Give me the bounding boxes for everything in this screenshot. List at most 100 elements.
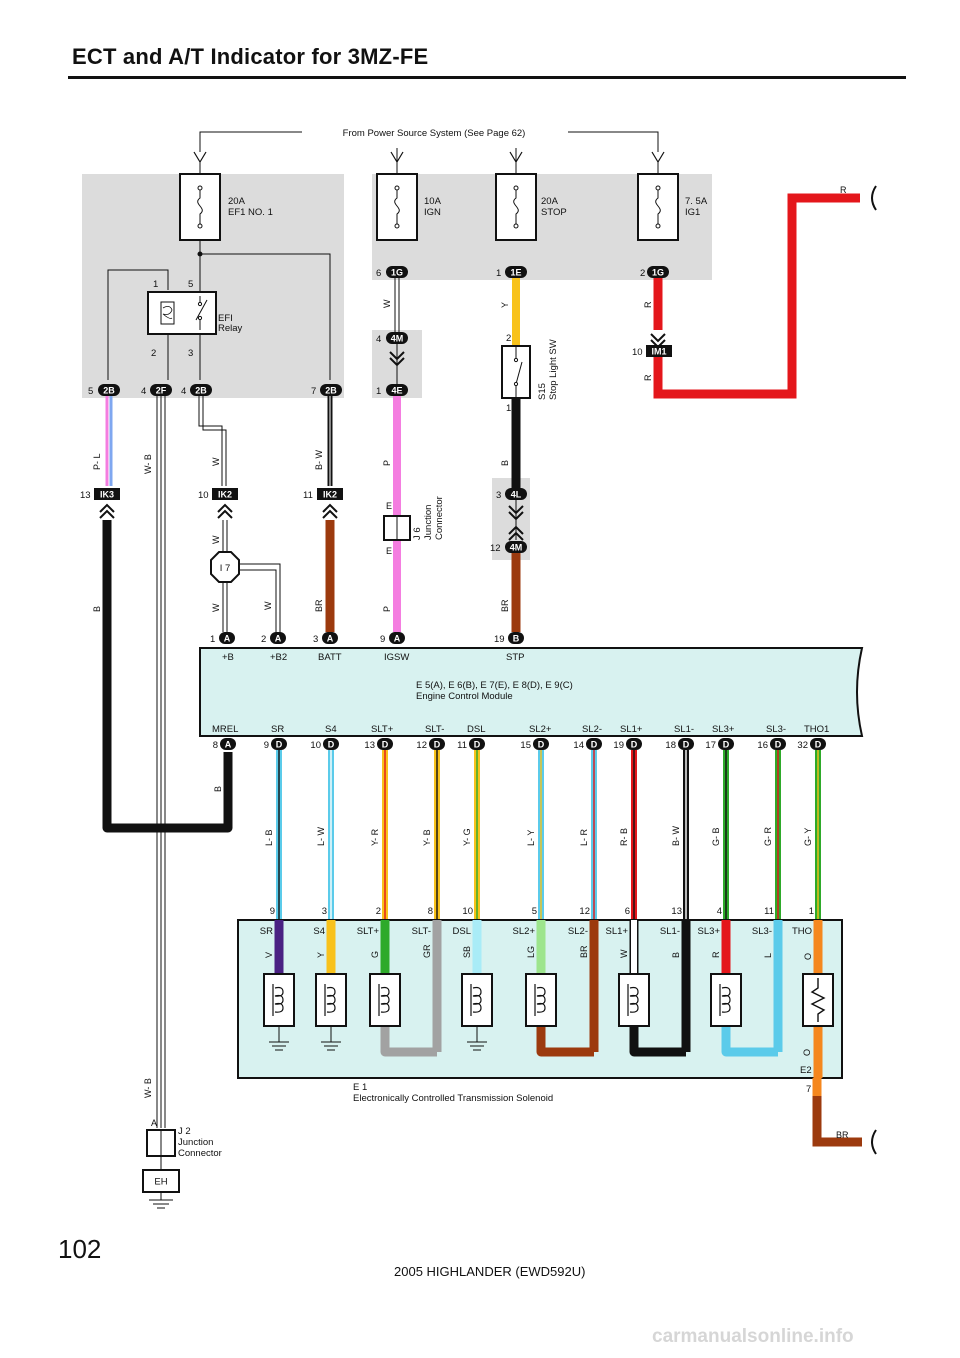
svg-text:B: B bbox=[92, 606, 102, 612]
svg-text:W- B: W- B bbox=[143, 1078, 153, 1098]
ecm-terminal-connector bbox=[220, 738, 236, 750]
ecm-terminal-connector bbox=[377, 738, 393, 750]
ecm-terminal-pin: 14 bbox=[573, 740, 584, 751]
svg-text:3: 3 bbox=[313, 634, 318, 645]
solenoid-coil bbox=[263, 973, 295, 1027]
svg-text:IG1: IG1 bbox=[685, 207, 700, 218]
svg-text:1: 1 bbox=[376, 386, 381, 397]
connector-2-1g: 1G 2 bbox=[640, 266, 669, 279]
svg-text:E 1: E 1 bbox=[353, 1082, 367, 1093]
ecm-terminal-connector bbox=[678, 738, 694, 750]
wire-color-label: G- B bbox=[711, 827, 721, 846]
page-number: 102 bbox=[58, 1234, 102, 1264]
junction-connector-j2: A J 2 Junction Connector bbox=[146, 1118, 222, 1170]
ecm-terminal-name: THO1 bbox=[804, 724, 829, 735]
wire-color-label: B- W bbox=[671, 825, 681, 846]
svg-text:BR: BR bbox=[314, 599, 324, 612]
solenoid-terminal-name: SL1- bbox=[660, 926, 680, 937]
svg-text:1E: 1E bbox=[510, 268, 521, 278]
svg-text:10: 10 bbox=[632, 347, 643, 358]
svg-text:20A: 20A bbox=[541, 196, 559, 207]
wire-b-w: B- W bbox=[314, 396, 333, 486]
solenoid-terminal-name: SR bbox=[260, 926, 273, 937]
svg-text:Junction: Junction bbox=[178, 1137, 213, 1148]
svg-text:J 2: J 2 bbox=[178, 1126, 191, 1137]
solenoid-pin: 12 bbox=[579, 906, 590, 917]
inner-wire-label: G bbox=[370, 951, 380, 958]
ecm-terminal-name: SL1- bbox=[674, 724, 694, 735]
svg-text:2: 2 bbox=[640, 268, 645, 279]
efi-relay: 1 5 2 3 EFI Relay bbox=[147, 279, 243, 359]
svg-text:R: R bbox=[643, 301, 653, 308]
svg-text:STP: STP bbox=[506, 652, 524, 663]
inner-wire-label: LG bbox=[526, 946, 536, 958]
inner-wire-label: R bbox=[711, 951, 721, 958]
connector-row-upper: 2B 5 2F 4 2B 4 2B 7 bbox=[88, 384, 342, 397]
coil-winding bbox=[472, 986, 482, 1013]
connector-1-1e: 1E 1 bbox=[496, 266, 527, 279]
ecm-terminal-conn: D bbox=[434, 740, 441, 750]
svg-text:6: 6 bbox=[376, 268, 381, 279]
solenoid-coil bbox=[369, 973, 401, 1027]
svg-text:W: W bbox=[382, 299, 392, 308]
relay-wiring bbox=[107, 240, 331, 380]
ecm-terminal-name: MREL bbox=[212, 724, 238, 735]
coil-winding bbox=[536, 986, 546, 1013]
svg-text:Connector: Connector bbox=[178, 1148, 222, 1159]
svg-text:1G: 1G bbox=[391, 268, 403, 278]
solenoid-pin: 10 bbox=[462, 906, 473, 917]
svg-text:A: A bbox=[394, 634, 401, 644]
ecm-terminal-pin: 17 bbox=[705, 740, 716, 751]
svg-text:I 7: I 7 bbox=[220, 563, 231, 574]
solenoid-pin: 3 bbox=[322, 906, 327, 917]
solenoid-pin: 8 bbox=[428, 906, 433, 917]
svg-text:W: W bbox=[211, 603, 221, 612]
wire-w-upper: W bbox=[198, 396, 227, 486]
power-source: From Power Source System (See Page 62) bbox=[193, 128, 665, 164]
svg-text:W: W bbox=[263, 601, 273, 610]
svg-text:1: 1 bbox=[210, 634, 215, 645]
ecm-terminal-name: DSL bbox=[467, 724, 485, 735]
svg-text:Junction: Junction bbox=[423, 505, 434, 540]
ecm-terminal-conn: D bbox=[276, 740, 283, 750]
svg-text:7: 7 bbox=[806, 1084, 811, 1095]
wire-color-label: L- Y bbox=[526, 830, 536, 846]
wire-w-ign: W bbox=[382, 278, 400, 336]
ecm-terminal-name: SL3- bbox=[766, 724, 786, 735]
ecm-terminal-conn: D bbox=[328, 740, 335, 750]
solenoid-coil bbox=[618, 973, 650, 1027]
inner-wire-label: GR bbox=[422, 944, 432, 958]
ecm-terminal-conn: D bbox=[382, 740, 389, 750]
ecm-terminal-conn: D bbox=[591, 740, 598, 750]
ecm-terminal-pin: 32 bbox=[797, 740, 808, 751]
solenoid-terminal-name: SLT- bbox=[412, 926, 431, 937]
svg-text:E 5(A), E 6(B), E 7(E), E 8(D): E 5(A), E 6(B), E 7(E), E 8(D), E 9(C) bbox=[416, 680, 573, 691]
wire-color-label: Y- R bbox=[370, 828, 380, 846]
fuse-ig1: 7. 5A IG1 bbox=[637, 162, 708, 241]
ecm-terminal-name: SL3+ bbox=[712, 724, 735, 735]
svg-text:2F: 2F bbox=[156, 386, 167, 396]
solenoid-terminal-name: SL2- bbox=[568, 926, 588, 937]
coil-winding bbox=[274, 986, 284, 1013]
svg-text:BR: BR bbox=[500, 599, 510, 612]
ecm-terminal-conn: D bbox=[538, 740, 545, 750]
ecm-top-terminals: A 1 A 2 A 3 A 9 B 19 bbox=[210, 632, 524, 645]
wire-color-label: L- W bbox=[316, 826, 326, 846]
svg-text:B- W: B- W bbox=[314, 449, 324, 470]
splice-i7: W I 7 W W bbox=[210, 520, 281, 632]
svg-text:19: 19 bbox=[494, 634, 505, 645]
svg-text:1: 1 bbox=[506, 403, 511, 414]
watermark: carmanualsonline.info bbox=[652, 1326, 854, 1347]
svg-text:10: 10 bbox=[198, 490, 209, 501]
wire-y-stop: Y bbox=[500, 278, 520, 346]
svg-text:20A: 20A bbox=[228, 196, 246, 207]
svg-text:12: 12 bbox=[490, 543, 501, 554]
svg-text:4L: 4L bbox=[511, 490, 522, 500]
svg-text:1: 1 bbox=[496, 268, 501, 279]
svg-text:IM1: IM1 bbox=[651, 347, 666, 357]
ecm-terminal-pin: 11 bbox=[457, 740, 467, 751]
wire-color-label: G- Y bbox=[803, 828, 813, 846]
solenoid-terminal-name: S4 bbox=[313, 926, 325, 937]
svg-text:11: 11 bbox=[303, 490, 313, 501]
